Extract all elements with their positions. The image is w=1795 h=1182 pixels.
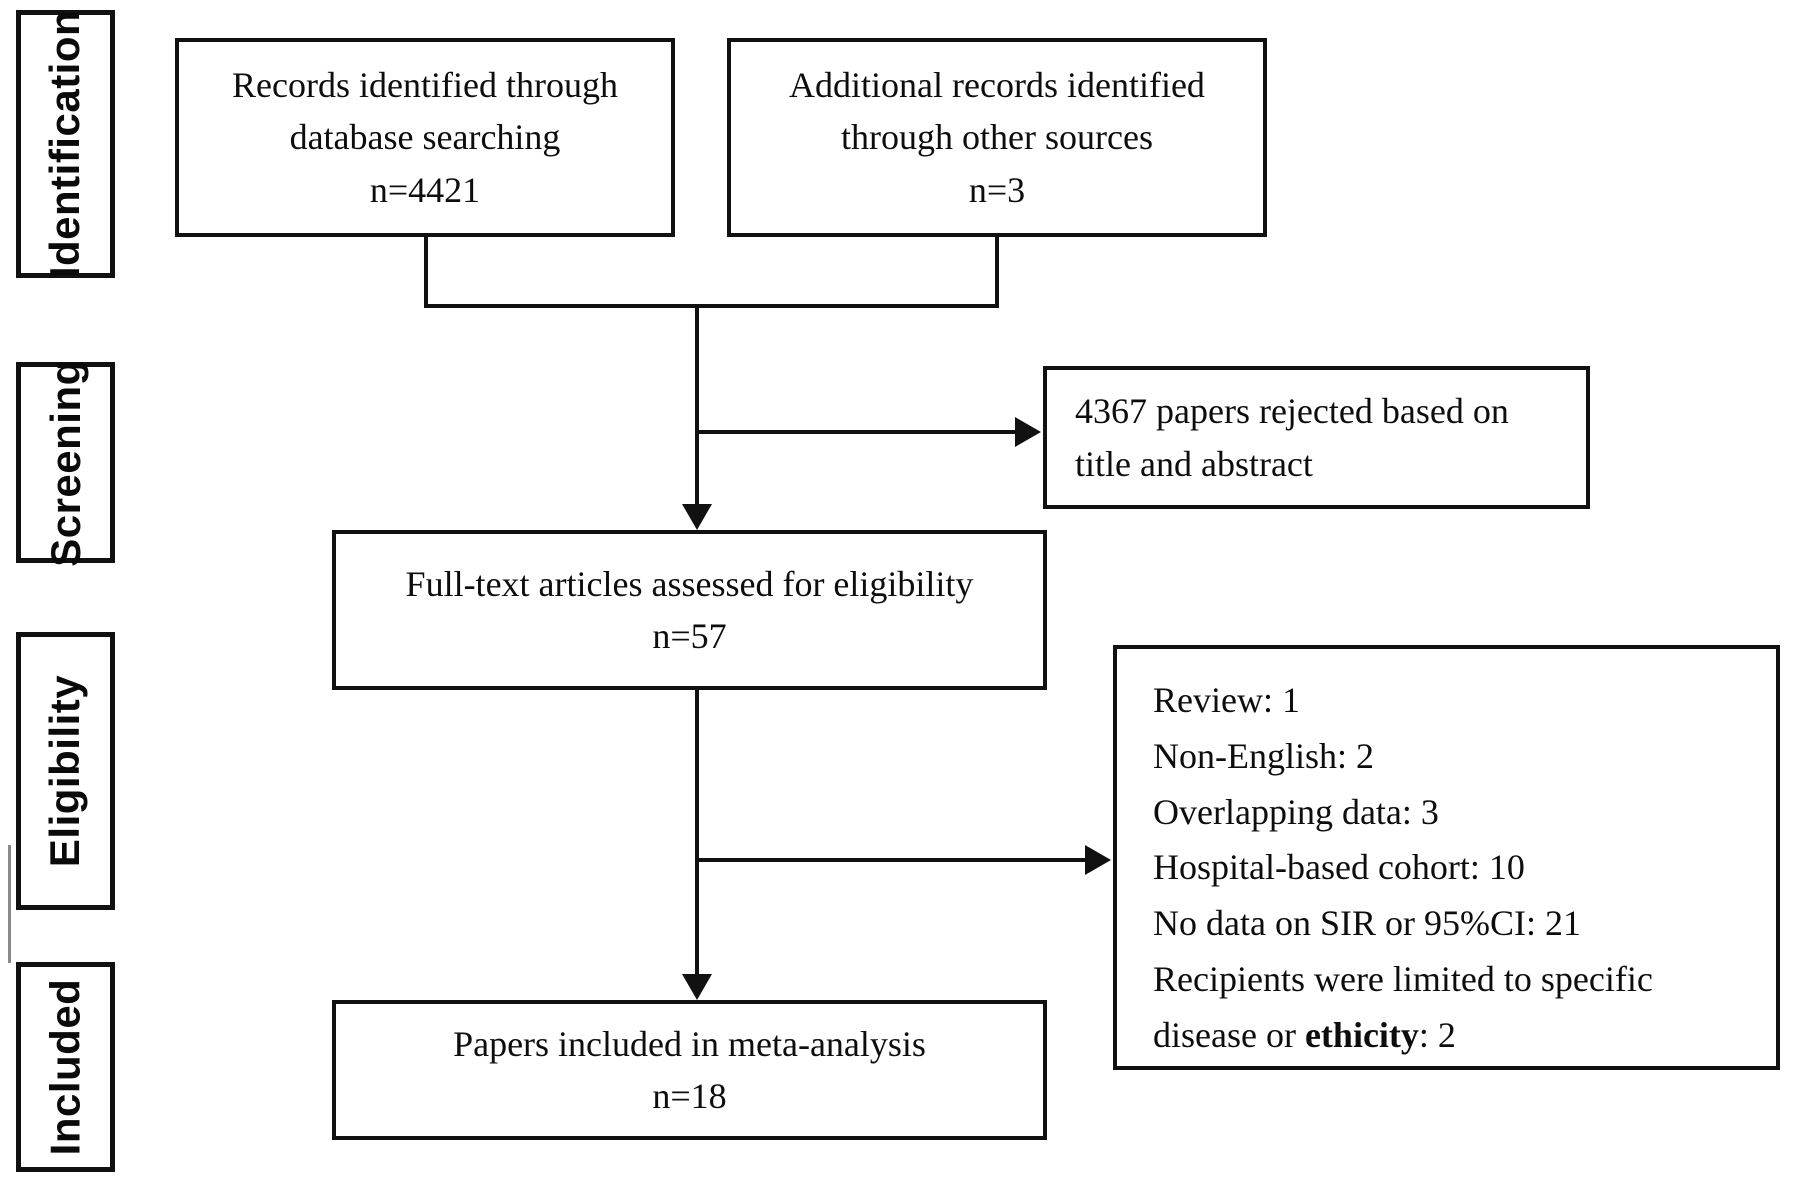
connector-branch-rejected — [697, 430, 1015, 434]
exclusion-item-no-sir: No data on SIR or 95%CI: 21 — [1153, 903, 1581, 944]
connector-records-stub — [424, 237, 428, 308]
stage-label-screening: Screening — [41, 358, 89, 567]
connector-fulltext-to-papers — [695, 690, 699, 974]
records-line-1: Records identified through — [232, 65, 618, 106]
rejected-line-1: 4367 papers rejected based on — [1075, 391, 1509, 432]
records-line-2: database searching — [289, 117, 561, 158]
rejected-papers-box: 4367 papers rejected based on title and … — [1043, 366, 1590, 509]
additional-records-box: Additional records identified through ot… — [727, 38, 1267, 237]
additional-count: n=3 — [968, 169, 1026, 210]
connector-additional-stub — [995, 237, 999, 308]
connector-merge-horizontal — [424, 304, 999, 308]
exclusion-item-non-english: Non-English: 2 — [1153, 735, 1374, 776]
rejected-line-2: title and abstract — [1075, 443, 1313, 484]
records-count: n=4421 — [369, 169, 481, 210]
recipients-line2-bold-word: ethicity — [1304, 1014, 1419, 1055]
scan-artifact-line — [8, 845, 11, 963]
exclusion-item-review: Review: 1 — [1153, 680, 1300, 720]
additional-line-1: Additional records identified — [789, 65, 1205, 106]
exclusion-item-overlapping: Overlapping data: 3 — [1153, 791, 1439, 832]
stage-box-identification: Identification — [16, 10, 115, 278]
exclusion-item-recipients-line-1: Recipients were limited to specific — [1153, 958, 1653, 999]
fulltext-assessed-box: Full-text articles assessed for eligibil… — [332, 530, 1047, 690]
stage-box-eligibility: Eligibility — [16, 632, 115, 910]
exclusion-item-recipients-line-2: disease or ethicity: 2 — [1153, 1008, 1762, 1064]
stage-label-eligibility: Eligibility — [41, 674, 89, 868]
connector-merge-to-fulltext — [695, 304, 699, 506]
arrowhead-down-fulltext-icon — [682, 504, 712, 530]
recipients-line2-suffix: : 2 — [1418, 1014, 1456, 1055]
papers-count: n=18 — [652, 1076, 727, 1116]
records-identified-box: Records identified through database sear… — [175, 38, 675, 237]
stage-label-included: Included — [41, 978, 89, 1156]
arrowhead-right-exclusions-icon — [1085, 845, 1111, 875]
fulltext-line-1: Full-text articles assessed for eligibil… — [405, 563, 974, 604]
stage-box-screening: Screening — [16, 359, 115, 566]
connector-branch-exclusions — [697, 858, 1085, 862]
arrowhead-down-papers-icon — [682, 974, 712, 1000]
fulltext-count: n=57 — [652, 616, 727, 656]
exclusion-reasons-box: Review: 1 Non-English: 2 Overlapping dat… — [1113, 645, 1780, 1070]
papers-line-1: Papers included in meta-analysis — [453, 1023, 926, 1064]
exclusion-item-hospital: Hospital-based cohort: 10 — [1153, 847, 1525, 888]
arrowhead-right-rejected-icon — [1015, 417, 1041, 447]
additional-line-2: through other sources — [841, 117, 1153, 158]
papers-included-box: Papers included in meta-analysis n=18 — [332, 1000, 1047, 1140]
recipients-line2-prefix: disease or — [1153, 1014, 1305, 1055]
stage-label-identification: Identification — [41, 9, 89, 279]
stage-box-included: Included — [16, 962, 115, 1172]
